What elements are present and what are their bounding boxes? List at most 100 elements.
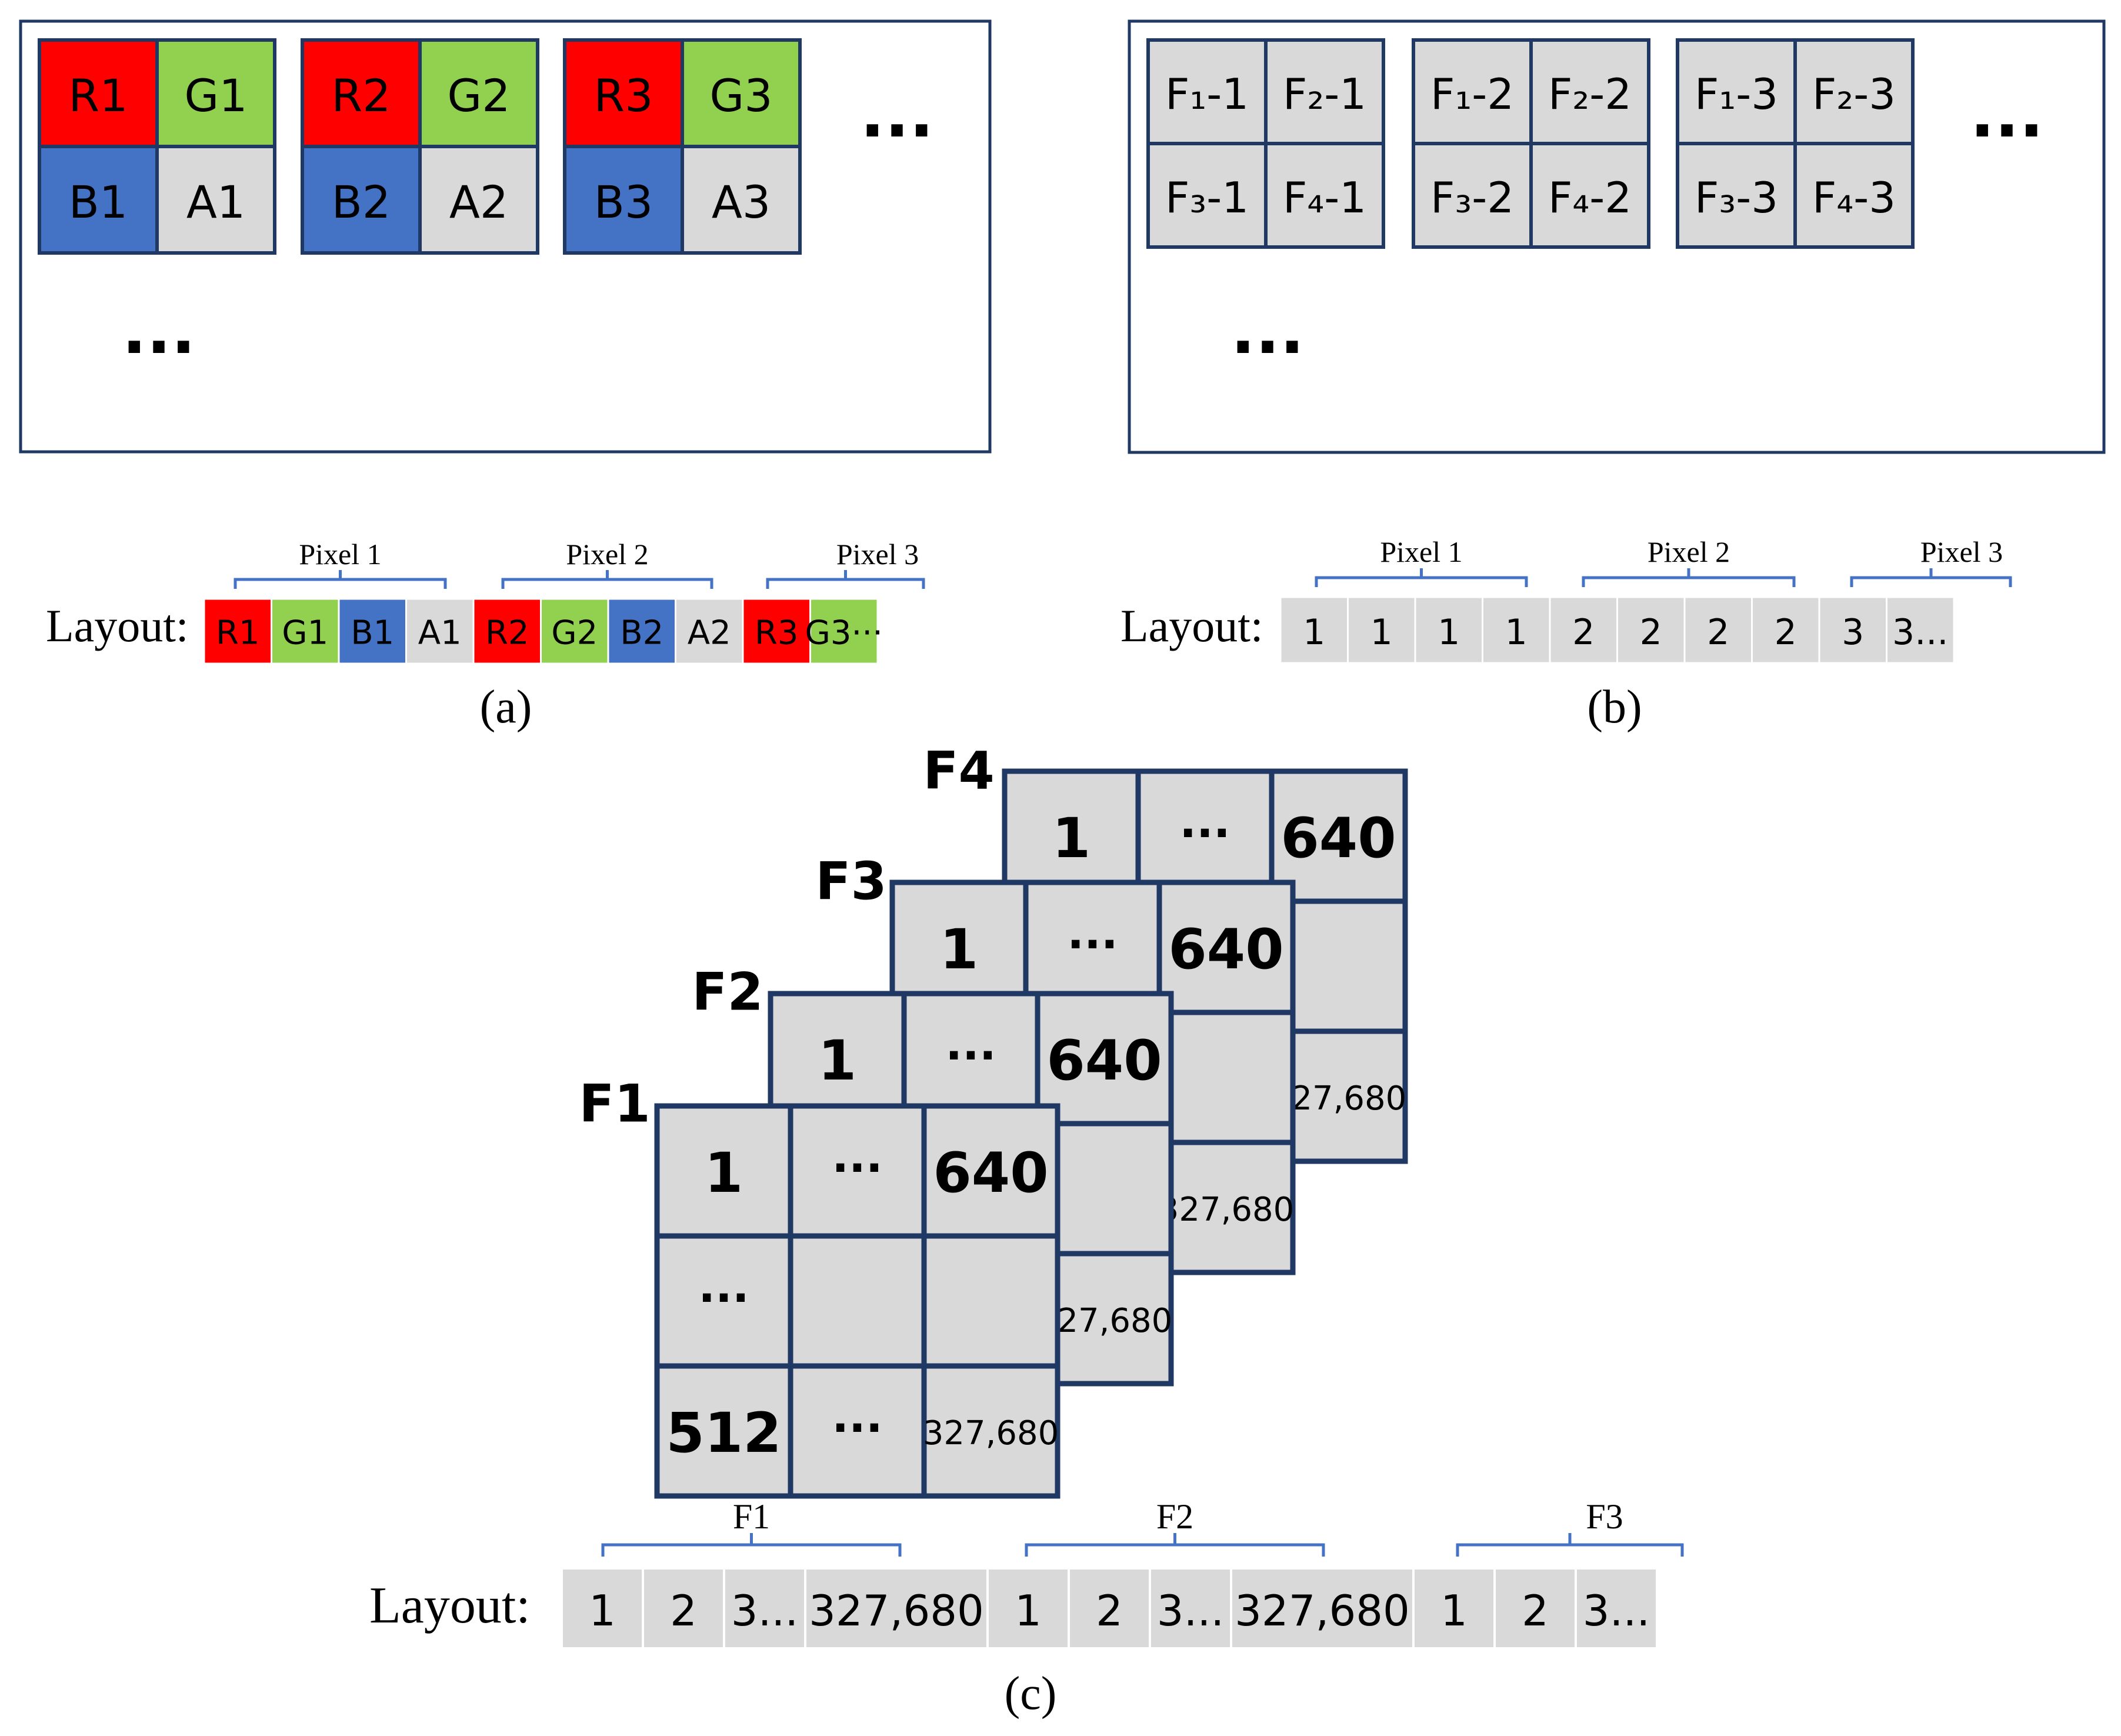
- frame-cell: [1135, 768, 1275, 904]
- layout-cell: [675, 598, 744, 665]
- layout-cell-label: R1: [216, 614, 260, 652]
- panel-c-layout-label: Layout:: [369, 1577, 531, 1634]
- feature-label: F₂-2: [1548, 69, 1632, 119]
- frame-cell-label: 640: [1046, 1029, 1162, 1093]
- feature-cell: [1264, 142, 1385, 249]
- layout-cell-label: R3: [755, 614, 799, 652]
- layout-cell-label: 3: [1842, 612, 1864, 653]
- pixel-label-3: Pixel 3: [836, 538, 919, 571]
- layout-cell: [1886, 596, 1955, 664]
- frame-cell-label: 327,680: [923, 1414, 1059, 1452]
- pixel-label-2: Pixel 2: [566, 538, 648, 571]
- channel-label: G2: [447, 69, 510, 122]
- panel-a-caption: (a): [480, 681, 532, 733]
- panel-b-ellipsis-below: ···: [1230, 309, 1304, 385]
- panel-a-ellipsis-below: ···: [122, 309, 195, 385]
- frame-cell: [921, 1233, 1060, 1369]
- feature-cell: [1529, 142, 1650, 249]
- layout-cell: [1493, 1567, 1577, 1650]
- frame-bracket-2: [1025, 1533, 1325, 1557]
- layout-cell: [203, 598, 272, 665]
- layout-cell: [472, 598, 542, 665]
- pixel-bracket-1: [234, 570, 447, 589]
- frame-bracket-label: F3: [1586, 1497, 1623, 1536]
- channel-cell: [301, 38, 422, 148]
- layout-cell: [1149, 1567, 1232, 1650]
- layout-cell: [1482, 596, 1551, 664]
- layout-cell-label: 1: [589, 1586, 616, 1635]
- layout-cell-label: 2: [1522, 1586, 1549, 1635]
- frame-cell-label: 327,680: [1158, 1191, 1295, 1229]
- layout-cell: [1616, 596, 1686, 664]
- frame-cell-label: 640: [933, 1141, 1048, 1205]
- channel-cell: [681, 38, 802, 148]
- layout-cell: [742, 598, 811, 665]
- panel-b-caption: (b): [1587, 681, 1642, 733]
- frame-label: F3: [815, 851, 886, 912]
- frame-cell-label: 512: [666, 1401, 781, 1465]
- feature-cell: [1676, 142, 1797, 249]
- frame-label: F2: [692, 962, 763, 1022]
- layout-cell-label: 2: [1572, 612, 1595, 653]
- frame-cell: [921, 1363, 1060, 1499]
- layout-cell: [1279, 596, 1349, 664]
- layout-cell-label: G3···: [805, 614, 883, 652]
- layout-cell: [1549, 596, 1618, 664]
- layout-cell-label: 2: [670, 1586, 697, 1635]
- layout-cell-label: 1: [1303, 612, 1325, 653]
- channel-label: B1: [69, 176, 128, 228]
- layout-cell-label: G2: [551, 614, 598, 652]
- layout-cell: [1347, 596, 1416, 664]
- feature-label: F₃-3: [1695, 173, 1778, 222]
- layout-cell-label: 1: [1015, 1586, 1042, 1635]
- layout-cell-label: 327,680: [1235, 1586, 1410, 1635]
- channel-cell: [155, 145, 276, 255]
- frame-cell: [788, 1363, 927, 1499]
- feature-label: F₄-2: [1548, 173, 1632, 222]
- channel-label: R3: [593, 69, 653, 122]
- pixel-label-3: Pixel 3: [1920, 535, 2003, 568]
- layout-cell: [338, 598, 407, 665]
- frame-cell: [1035, 991, 1174, 1127]
- frame-cell-label: ···: [1067, 918, 1118, 970]
- frame-cell: [1269, 768, 1408, 904]
- feature-label: F₄-1: [1283, 173, 1366, 222]
- frame-cell: [1156, 1139, 1296, 1275]
- frame-cell-label: 640: [1280, 807, 1396, 871]
- panel-b-layout-label: Layout:: [1120, 600, 1263, 651]
- frame-cell-label: 1: [705, 1141, 743, 1205]
- layout-cell: [607, 598, 676, 665]
- layout-cell-label: 2: [1640, 612, 1662, 653]
- frame-cell-label: 1: [940, 918, 978, 982]
- frame-label: F1: [579, 1074, 650, 1134]
- panel-c-caption: (c): [1005, 1668, 1057, 1720]
- pixel-bracket-2: [501, 570, 713, 589]
- channel-cell: [681, 145, 802, 255]
- channel-cell: [301, 145, 422, 255]
- channel-label: G1: [184, 69, 247, 122]
- pixel-label-1: Pixel 1: [1380, 535, 1462, 568]
- feature-label: F₁-1: [1165, 69, 1249, 119]
- layout-cell-label: B1: [351, 614, 394, 652]
- layout-cell-label: 1: [1440, 1586, 1468, 1635]
- frame-cell: [1156, 1009, 1296, 1145]
- feature-cell: [1529, 38, 1650, 145]
- layout-cell-label: A1: [418, 614, 462, 652]
- layout-cell-label: 327,680: [809, 1586, 984, 1635]
- layout-cell: [1818, 596, 1887, 664]
- feature-label: F₁-3: [1695, 69, 1778, 119]
- channel-cell: [563, 145, 684, 255]
- layout-cell-label: 3...: [731, 1586, 798, 1635]
